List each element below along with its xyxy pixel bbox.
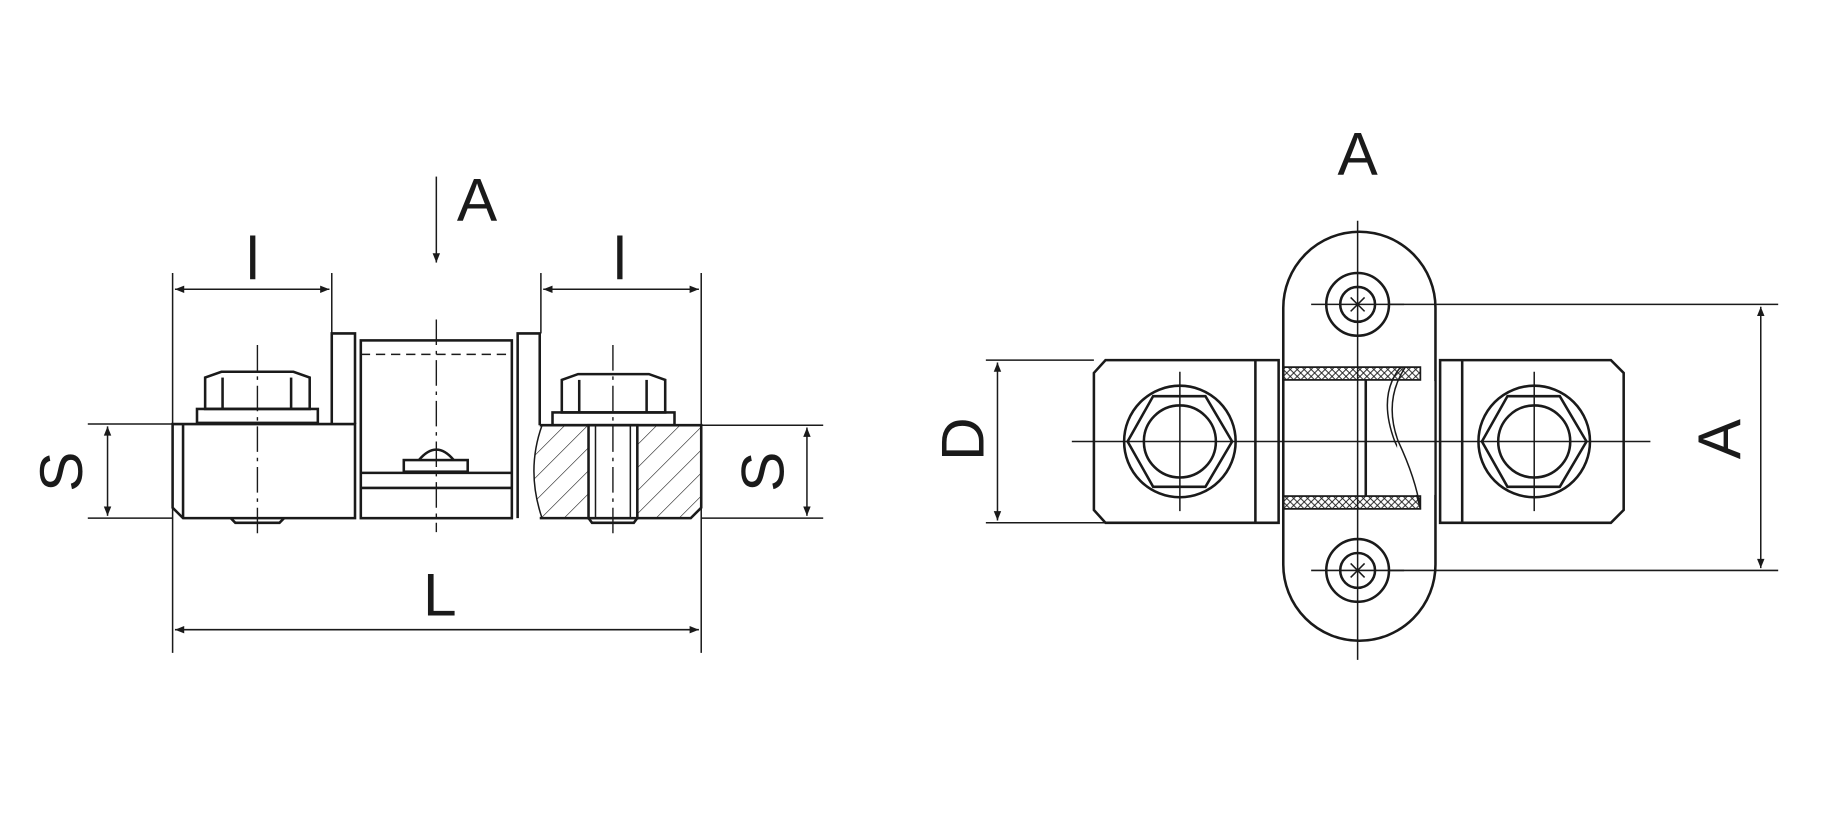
view-title-label: A — [1337, 119, 1378, 187]
view-arrow-label: A — [457, 166, 498, 234]
dim-s-right-label: S — [729, 452, 797, 492]
dim-a-label: A — [1685, 418, 1753, 459]
top-dimensions — [985, 303, 1779, 572]
center-insulator — [359, 319, 514, 533]
right-terminal-block — [516, 332, 703, 537]
dim-s-left-label: S — [27, 452, 95, 492]
top-view: A D A — [929, 119, 1779, 660]
dim-L-label: L — [423, 561, 457, 629]
mounting-base — [1281, 230, 1437, 642]
dim-l-right-label: l — [613, 224, 626, 292]
dim-d-label: D — [929, 417, 997, 461]
front-view: l l A L S S — [27, 166, 824, 653]
center-lines — [1071, 220, 1651, 660]
dim-l-left-label: l — [246, 224, 259, 292]
left-terminal-block — [171, 332, 357, 537]
dimension-arrows — [103, 176, 811, 634]
